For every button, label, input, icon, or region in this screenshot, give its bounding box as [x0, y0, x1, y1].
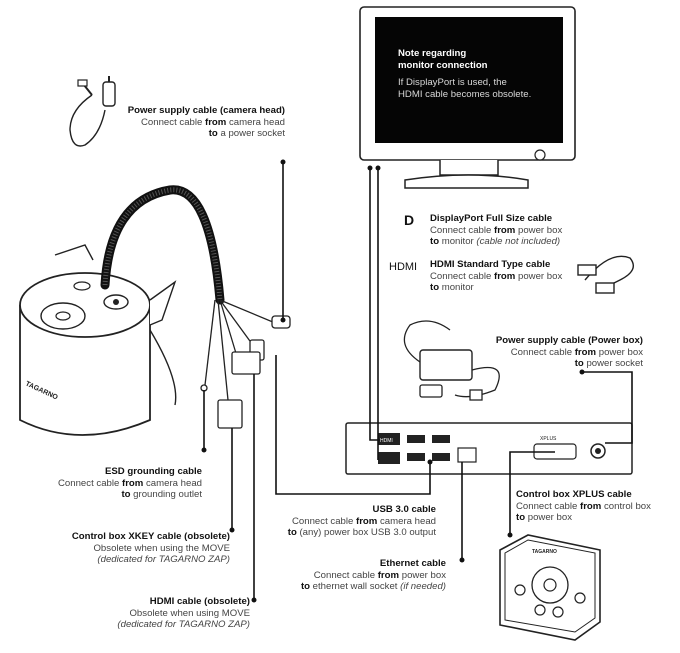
label-hdmi-obsolete: HDMI cable (obsolete) Obsolete when usin…: [60, 596, 250, 631]
label-text: Connect cable: [510, 346, 575, 358]
monitor-note-body-1: If DisplayPort is used, the: [398, 77, 507, 88]
label-text: Connect cable: [141, 116, 205, 128]
label-text: Connect cable: [292, 515, 356, 527]
label-text: ethernet wall socket: [310, 581, 401, 592]
hdmi-icon: HDMI: [389, 261, 418, 273]
label-title: Ethernet cable: [379, 558, 446, 569]
monitor: [359, 6, 576, 189]
label-text: Connect cable: [516, 500, 580, 512]
label-text: Obsolete when using the MOVE: [93, 542, 230, 554]
monitor-note-title-1: Note regarding: [398, 48, 467, 59]
label-title: Control box XPLUS cable: [516, 489, 632, 500]
label-text: power socket: [583, 358, 643, 369]
label-title: Control box XKEY cable (obsolete): [71, 531, 230, 542]
power-box: HDMI XPLUS: [345, 422, 633, 475]
label-text: a power socket: [217, 128, 285, 139]
label-text: power box: [399, 569, 446, 581]
label-text: Connect cable: [58, 477, 122, 489]
label-text: control box: [601, 500, 651, 512]
label-text: power box: [515, 270, 563, 282]
label-text: Connect cable: [313, 569, 378, 581]
label-text: Connect cable: [430, 270, 494, 282]
label-displayport: DisplayPort Full Size cable Connect cabl…: [430, 213, 620, 248]
label-text: camera head: [143, 477, 202, 489]
power-supply-camera-head-icon: [69, 76, 116, 147]
camera-cable: [100, 185, 225, 305]
label-text: camera head: [377, 515, 436, 527]
label-text: (any) power box USB 3.0 output: [296, 527, 436, 538]
label-text: power box: [515, 224, 563, 236]
label-text: power box: [525, 512, 572, 523]
monitor-note-title-2: monitor connection: [398, 59, 488, 71]
label-text: power box: [596, 346, 643, 358]
label-bold: from: [122, 477, 144, 489]
monitor-note-body-2: HDMI cable becomes obsolete.: [398, 88, 532, 100]
label-text: camera head: [226, 116, 285, 128]
label-ethernet: Ethernet cable Connect cable from power …: [270, 558, 446, 593]
label-power-supply-camera-head: Power supply cable (camera head) Connect…: [105, 105, 285, 140]
label-bold: from: [574, 346, 597, 358]
cable-fanout: [204, 299, 281, 401]
label-title: USB 3.0 cable: [372, 504, 436, 515]
connection-lines: [203, 162, 633, 600]
label-bold: to: [121, 489, 131, 500]
label-bold: to: [430, 282, 440, 293]
monitor-note: Note regarding monitor connection If Dis…: [398, 48, 548, 100]
port-label-hdmi: HDMI: [380, 438, 393, 444]
connection-dots: [201, 159, 585, 603]
label-title: HDMI cable (obsolete): [149, 596, 250, 607]
label-title: ESD grounding cable: [104, 466, 202, 477]
label-esd-grounding: ESD grounding cable Connect cable from c…: [30, 466, 202, 501]
label-bold: from: [580, 500, 602, 512]
label-title: Power supply cable (Power box): [495, 335, 643, 346]
camera-head: TAGARNO: [19, 244, 177, 436]
label-bold: from: [494, 224, 516, 236]
label-bold: to: [574, 358, 584, 369]
label-bold: to: [208, 128, 218, 139]
label-bold: from: [356, 515, 378, 527]
label-bold: to: [287, 527, 297, 538]
label-control-box-xkey: Control box XKEY cable (obsolete) Obsole…: [40, 531, 230, 566]
cable-connectors: [200, 315, 291, 429]
port-label-xplus: XPLUS: [540, 436, 557, 442]
label-bold: from: [205, 116, 227, 128]
displayport-icon: D: [404, 212, 415, 228]
label-usb: USB 3.0 cable Connect cable from camera …: [250, 504, 436, 539]
label-text: monitor: [439, 236, 477, 247]
label-italic: (if needed): [400, 581, 446, 592]
label-text: monitor: [439, 282, 474, 293]
label-title: Power supply cable (camera head): [127, 105, 285, 116]
label-bold: from: [377, 569, 400, 581]
label-bold: to: [516, 512, 526, 523]
control-box: TAGARNO: [499, 534, 601, 641]
label-bold: to: [430, 236, 440, 247]
label-italic: (dedicated for TAGARNO ZAP): [117, 619, 250, 630]
label-control-box-xplus: Control box XPLUS cable Connect cable fr…: [516, 489, 676, 524]
label-power-supply-power-box: Power supply cable (Power box) Connect c…: [470, 335, 643, 370]
label-bold: from: [494, 270, 516, 282]
control-brand: TAGARNO: [532, 549, 557, 555]
label-text: Obsolete when using MOVE: [129, 607, 250, 619]
label-text: Connect cable: [430, 224, 494, 236]
label-hdmi-standard: HDMI Standard Type cable Connect cable f…: [430, 259, 590, 294]
label-italic: (dedicated for TAGARNO ZAP): [97, 554, 230, 565]
power-box-supply-icon: [403, 320, 500, 401]
label-italic: (cable not included): [476, 236, 561, 247]
label-title: HDMI Standard Type cable: [430, 259, 551, 270]
hdmi-cable-icon: [577, 255, 634, 294]
label-title: DisplayPort Full Size cable: [430, 213, 553, 224]
label-text: grounding outlet: [130, 489, 202, 500]
label-bold: to: [300, 581, 310, 592]
